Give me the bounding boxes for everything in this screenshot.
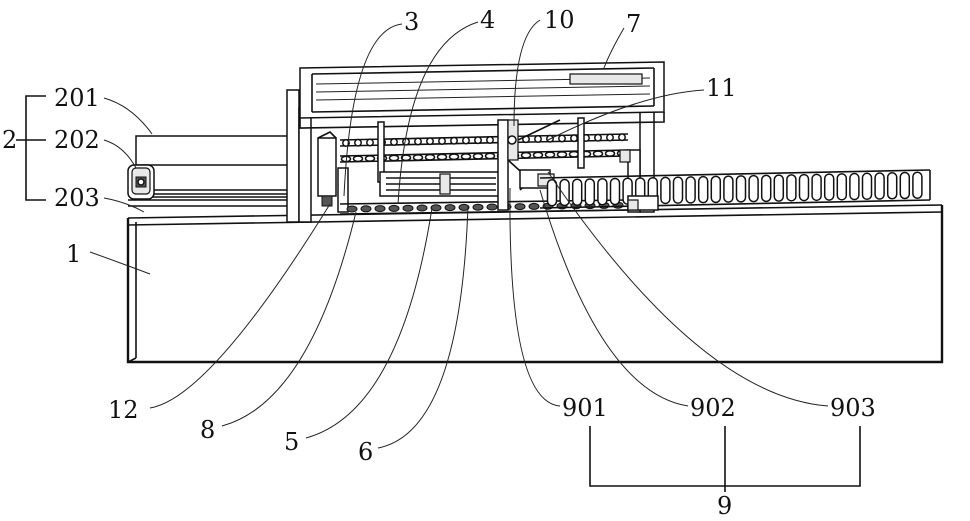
belt-roller [389, 205, 399, 211]
chain-link [619, 134, 625, 140]
chain-link [439, 138, 445, 144]
conveyor-roller [900, 173, 909, 199]
label-3: 3 [404, 8, 419, 36]
conveyor-roller [699, 177, 708, 203]
conveyor-roller [837, 174, 846, 200]
top-housing [300, 62, 664, 128]
label-2: 2 [2, 126, 17, 154]
bracket-9 [590, 426, 860, 492]
chain-link [474, 154, 483, 159]
conveyor-roller [800, 175, 809, 201]
chain-link [570, 152, 579, 157]
label-8: 8 [200, 416, 215, 444]
chain-link [535, 136, 541, 142]
conveyor-roller [598, 179, 607, 205]
chain-link [475, 137, 481, 143]
chain-link [594, 151, 603, 156]
label-903: 903 [830, 394, 876, 422]
label-6: 6 [358, 438, 373, 466]
label-9: 9 [717, 492, 732, 520]
belt-roller [473, 204, 483, 210]
chain-link [426, 155, 435, 160]
belt-roller [445, 205, 455, 211]
conveyor-roller [737, 176, 746, 202]
conveyor-roller [724, 176, 733, 202]
label-202: 202 [54, 126, 100, 154]
chain-link [450, 154, 459, 159]
chain-link [522, 153, 531, 158]
chain-link [546, 152, 555, 157]
chain-link [438, 154, 447, 159]
label-11: 11 [706, 74, 737, 102]
conveyor-roller [611, 178, 620, 204]
conveyor-roller [787, 175, 796, 201]
label-901: 901 [562, 394, 608, 422]
conveyor-roller [585, 179, 594, 205]
conveyor-roller [686, 177, 695, 203]
chain-link [534, 152, 543, 157]
conveyor-roller [749, 176, 758, 202]
chain-link [558, 152, 567, 157]
chain-link [354, 156, 363, 161]
chain-link [463, 137, 469, 143]
belt-roller [403, 205, 413, 211]
belt-roller [431, 205, 441, 211]
chain-link [391, 139, 397, 145]
label-5: 5 [284, 428, 299, 456]
label-201: 201 [54, 84, 100, 112]
conveyor-roller [850, 174, 859, 200]
chain-link [403, 139, 409, 145]
label-1: 1 [66, 240, 81, 268]
bracket-2 [16, 96, 46, 200]
chain-link [559, 135, 565, 141]
chain-link [606, 151, 615, 156]
belt-roller [417, 205, 427, 211]
conveyor-roller [863, 173, 872, 199]
chain-link [486, 153, 495, 158]
label-10: 10 [544, 6, 575, 34]
chain-link [607, 134, 613, 140]
chain-link [355, 140, 361, 146]
chain-link [390, 155, 399, 160]
base-body [128, 205, 942, 362]
conveyor-roller [711, 176, 720, 202]
chain-link [595, 135, 601, 141]
belt-roller [487, 204, 497, 210]
belt-roller [347, 206, 357, 212]
conveyor-roller [825, 174, 834, 200]
chain-link [427, 138, 433, 144]
conveyor-roller [674, 177, 683, 203]
conveyor-roller [573, 179, 582, 205]
conveyor-roller [875, 173, 884, 199]
label-7: 7 [626, 10, 641, 38]
label-12: 12 [108, 396, 139, 424]
conveyor-roller [774, 175, 783, 201]
chain-link [462, 154, 471, 159]
belt-roller [529, 203, 539, 209]
label-203: 203 [54, 184, 100, 212]
chain-link [571, 135, 577, 141]
chain-link [366, 156, 375, 161]
belt-roller [375, 206, 385, 212]
label-902: 902 [690, 394, 736, 422]
chain-link [415, 138, 421, 144]
conveyor-roller [548, 180, 557, 206]
label-4: 4 [480, 6, 495, 34]
belt-roller [361, 206, 371, 212]
conveyor-roller [661, 177, 670, 203]
left-conveyor [128, 136, 296, 206]
chain-link [451, 138, 457, 144]
chain-link [367, 139, 373, 145]
chain-link [414, 155, 423, 160]
chain-link [487, 137, 493, 143]
conveyor-roller [560, 179, 569, 205]
conveyor-roller [888, 173, 897, 199]
conveyor-roller [913, 172, 922, 198]
conveyor-roller [812, 174, 821, 200]
conveyor-roller [762, 175, 771, 201]
belt-roller [515, 204, 525, 210]
right-conveyor [540, 170, 930, 210]
